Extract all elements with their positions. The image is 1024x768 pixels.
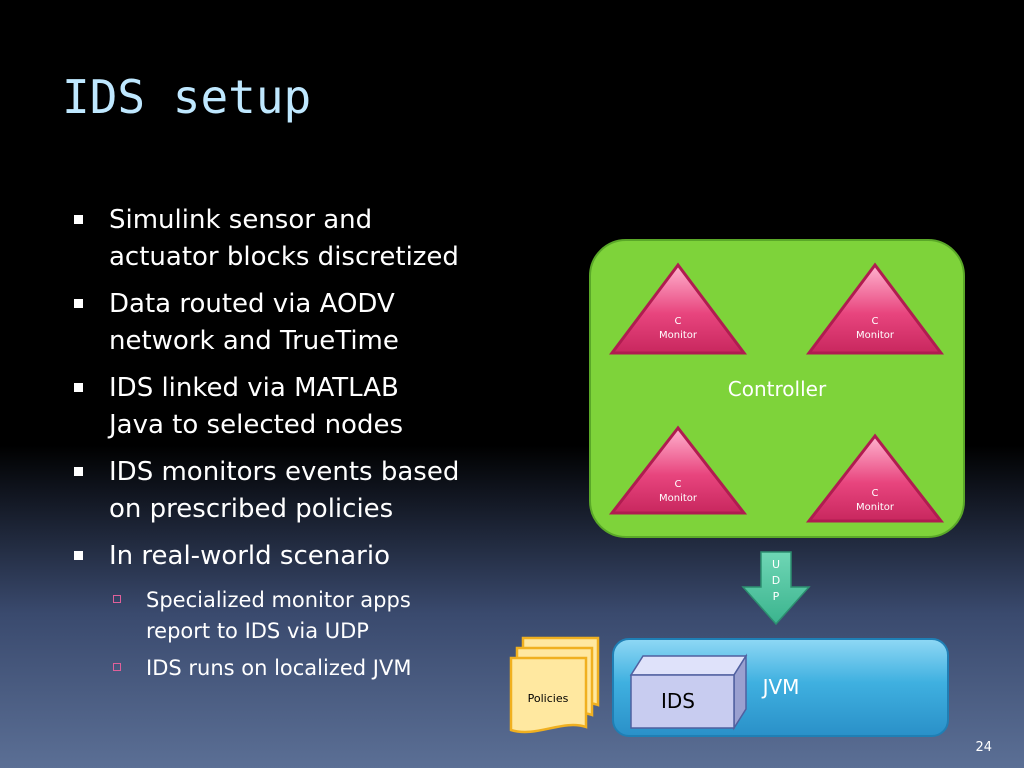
monitor-label-c: C [675,316,682,327]
bullet-item: Simulink sensor and actuator blocks disc… [72,202,512,276]
policies-label: Policies [528,692,569,705]
monitor-label-monitor: Monitor [856,330,895,341]
sub-bullet-item: IDS runs on localized JVM [72,653,512,684]
c-monitor-node: C Monitor [805,433,945,523]
bullet-item: In real-world scenario [72,538,512,575]
sub-bullet-line: Specialized monitor apps [146,588,411,612]
bullet-line: IDS linked via MATLAB [109,373,399,403]
c-monitor-node: C Monitor [806,262,944,355]
monitor-label-c: C [872,488,879,499]
bullet-line: Data routed via AODV [109,289,395,319]
udp-letter: D [772,574,780,587]
sub-bullet-line: report to IDS via UDP [146,619,369,643]
controller-label: Controller [728,377,827,401]
bullet-line: network and TrueTime [109,326,399,356]
policies-document-stack-icon: Policies [509,636,600,734]
square-bullet-icon [74,467,83,476]
slide-title: IDS setup [62,70,312,124]
bullet-line: IDS monitors events based [109,457,460,487]
bullet-line: on prescribed policies [109,494,394,524]
hollow-square-bullet-icon [113,595,121,603]
jvm-label: JVM [761,675,800,699]
bullet-line: Simulink sensor and [109,205,373,235]
monitor-label-monitor: Monitor [659,330,698,341]
bullet-list: Simulink sensor and actuator blocks disc… [72,202,512,690]
sub-bullet-line: IDS runs on localized JVM [146,656,412,680]
udp-letter: U [772,558,780,571]
bullet-line: actuator blocks discretized [109,242,459,272]
monitor-label-c: C [872,316,879,327]
sub-bullet-item: Specialized monitor apps report to IDS v… [72,585,512,647]
monitor-label-monitor: Monitor [856,502,895,513]
ids-cube: IDS [629,653,748,731]
bullet-item: IDS linked via MATLAB Java to selected n… [72,370,512,444]
udp-letter: P [773,590,780,603]
monitor-label-c: C [675,479,682,490]
square-bullet-icon [74,215,83,224]
monitor-label-monitor: Monitor [659,493,698,504]
bullet-line: In real-world scenario [109,541,390,571]
square-bullet-icon [74,551,83,560]
udp-arrow: U D P [741,551,811,626]
page-number: 24 [975,740,992,755]
bullet-line: Java to selected nodes [109,410,403,440]
square-bullet-icon [74,299,83,308]
hollow-square-bullet-icon [113,663,121,671]
ids-label: IDS [661,689,695,713]
c-monitor-node: C Monitor [609,262,747,355]
bullet-item: Data routed via AODV network and TrueTim… [72,286,512,360]
square-bullet-icon [74,383,83,392]
bullet-item: IDS monitors events based on prescribed … [72,454,512,528]
c-monitor-node: C Monitor [608,425,748,515]
